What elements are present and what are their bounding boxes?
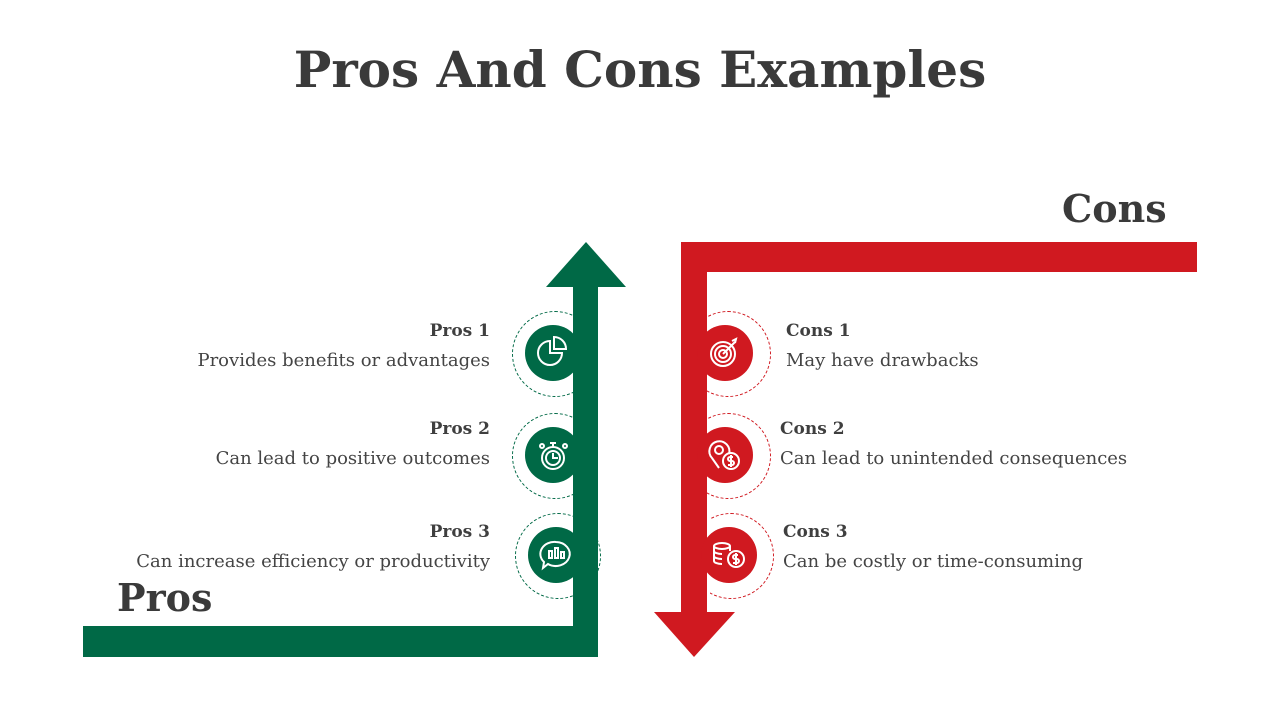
chat-bar-chart-icon (539, 540, 571, 571)
pros-label: Pros (117, 575, 213, 620)
pros-ring (515, 513, 601, 599)
pros-2-desc: Can lead to positive outcomes (215, 448, 490, 469)
pie-chart-icon (537, 335, 568, 366)
cons-3-desc: Can be costly or time-consuming (783, 551, 1083, 572)
cons-2-title: Cons 2 (780, 419, 845, 439)
pros-1-title: Pros 1 (429, 321, 490, 341)
pros-3-title: Pros 3 (429, 522, 490, 542)
pros-1-desc: Provides benefits or advantages (197, 350, 490, 371)
page-title: Pros And Cons Examples (293, 40, 987, 99)
cons-3-title: Cons 3 (783, 522, 848, 542)
pros-3-desc: Can increase efficiency or productivity (136, 551, 490, 572)
stopwatch-icon (539, 442, 568, 470)
cons-label: Cons (1062, 186, 1167, 231)
cons-2-desc: Can lead to unintended consequences (780, 448, 1128, 469)
pros-2-title: Pros 2 (429, 419, 490, 439)
cons-1-desc: May have drawbacks (786, 350, 979, 371)
cons-1-title: Cons 1 (786, 321, 851, 341)
